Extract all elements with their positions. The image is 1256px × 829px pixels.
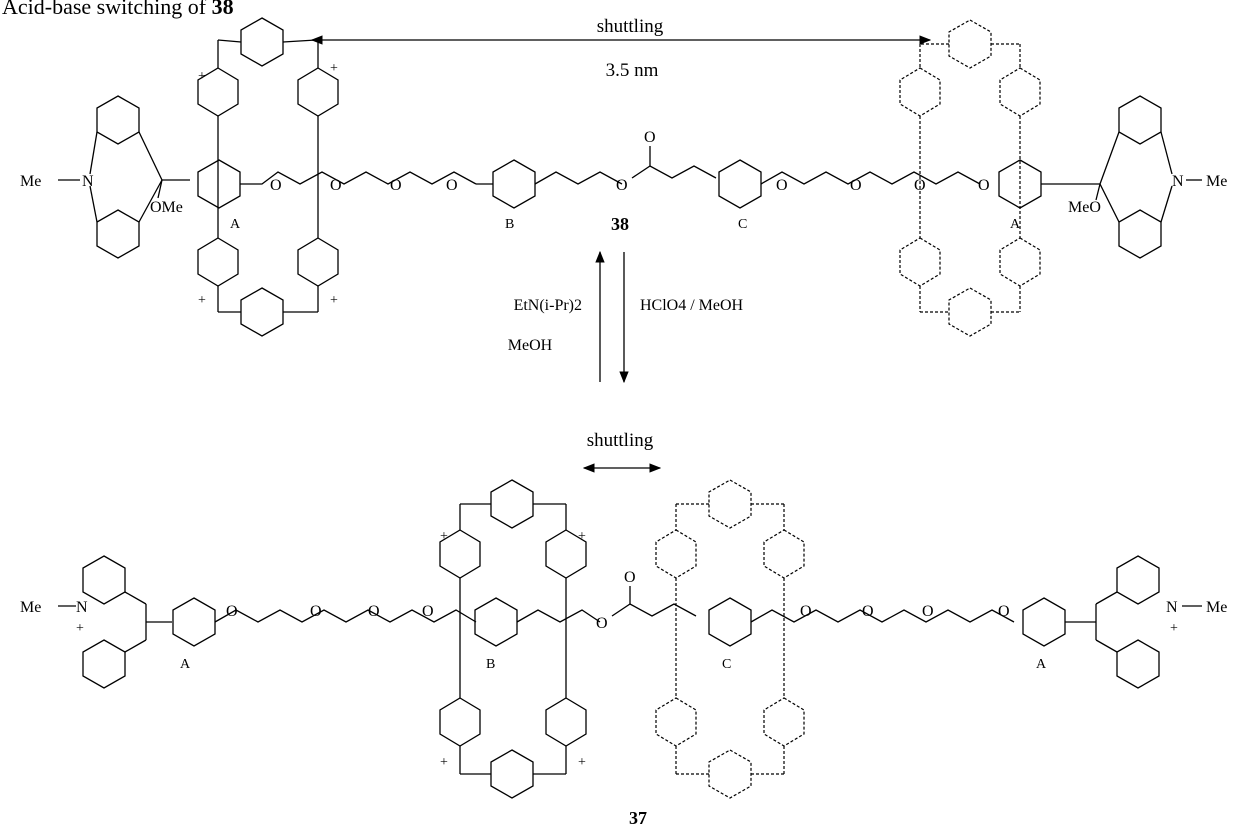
oxygen-38-3: O [390,177,402,194]
acridinium-left-37 [58,555,172,689]
oxygen-carbonyl-37: O [624,569,636,586]
phenylene-B-37 [474,597,518,647]
acridine-left-38 [58,95,190,259]
scheme-caption: Acid-base switching of 38 [2,0,234,20]
reverse-solvent: MeOH [508,337,553,354]
methoxy-left-38: OMe [150,199,183,216]
ether-chain-right-38 [760,171,981,185]
methoxy-right-38: MeO [1068,199,1101,216]
oxygen-37-7: O [862,603,874,620]
ether-chain-left-37 [214,609,477,623]
oxygen-37-6: O [800,603,812,620]
station-C-37: C [722,657,731,672]
compound-label-37: 37 [629,808,647,828]
ester-linker-37 [516,609,601,623]
reverse-reagent: EtN(i-Pr)2 [514,297,582,314]
caption-prefix: Acid-base switching of [2,0,207,19]
phenylene-C-37 [708,597,752,647]
forward-reagent: HClO4 / MeOH [640,297,744,314]
ring-plus-1: + [198,69,206,84]
oxygen-38-4: O [446,177,458,194]
station-A-left-37: A [180,657,191,672]
ring-plus-37-1: + [440,529,448,544]
cyclophane-ghost-37 [655,479,805,799]
cyclophane-ring-38 [197,17,339,337]
phenylene-B-38 [492,159,536,209]
ester-linker-38 [534,171,623,185]
oxygen-carbonyl-38: O [644,129,656,146]
oxygen-38-8: O [914,177,926,194]
oxygen-38-7: O [850,177,862,194]
nitrogen-left-37: N [76,599,88,616]
phenylene-A-left-37 [172,597,216,647]
compound-label-38: 38 [611,214,629,234]
station-A-right-38: A [1010,217,1021,232]
oxygen-37-2: O [310,603,322,620]
ring-plus-37-2: + [578,529,586,544]
rotaxane-38: shuttling 3.5 nm Me N OMe A [20,16,1227,337]
oxygen-38-9: O [978,177,990,194]
ring-plus-2: + [330,61,338,76]
plus-right-37: + [1170,621,1178,636]
ring-plus-37-3: + [440,755,448,770]
station-B-37: B [486,657,495,672]
shuttling-label-top: shuttling [597,16,664,37]
methyl-left-38: Me [20,173,41,190]
ether-chain-right-37 [750,609,1015,623]
station-B-38: B [505,217,514,232]
phenylene-C-38 [718,159,762,209]
nitrogen-right-37: N [1166,599,1178,616]
shuttling-label-bottom: shuttling [587,430,654,451]
oxygen-38-5: O [616,177,628,194]
oxygen-38-6: O [776,177,788,194]
acridine-right-38 [1041,95,1202,259]
oxygen-37-4: O [422,603,434,620]
station-C-38: C [738,217,747,232]
nitrogen-left-38: N [82,173,94,190]
ring-plus-4: + [330,293,338,308]
nitrogen-right-38: N [1172,173,1184,190]
oxygen-37-3: O [368,603,380,620]
equilibrium-arrows: EtN(i-Pr)2 MeOH HClO4 / MeOH [508,250,744,384]
methyl-right-38: Me [1206,173,1227,190]
methyl-left-37: Me [20,599,41,616]
rotaxane-37: shuttling Me N + A O O O O B [20,430,1227,828]
station-A-left-38: A [230,217,241,232]
oxygen-37-8: O [922,603,934,620]
ring-plus-3: + [198,293,206,308]
cyclophane-ring-37 [439,479,587,799]
distance-label: 3.5 nm [606,60,659,81]
oxygen-38-2: O [330,177,342,194]
ring-plus-37-4: + [578,755,586,770]
caption-compound: 38 [211,0,234,19]
oxygen-37-9: O [998,603,1010,620]
ether-chain-left-38 [240,171,477,185]
station-A-right-37: A [1036,657,1047,672]
cyclophane-ghost-38 [899,19,1041,337]
acridinium-right-37 [1065,555,1202,689]
oxygen-37-5: O [596,615,608,632]
phenylene-A-right-37 [1022,597,1066,647]
oxygen-37-1: O [226,603,238,620]
methyl-right-37: Me [1206,599,1227,616]
plus-left-37: + [76,621,84,636]
oxygen-38-1: O [270,177,282,194]
phenylene-A-left-38 [197,159,241,209]
